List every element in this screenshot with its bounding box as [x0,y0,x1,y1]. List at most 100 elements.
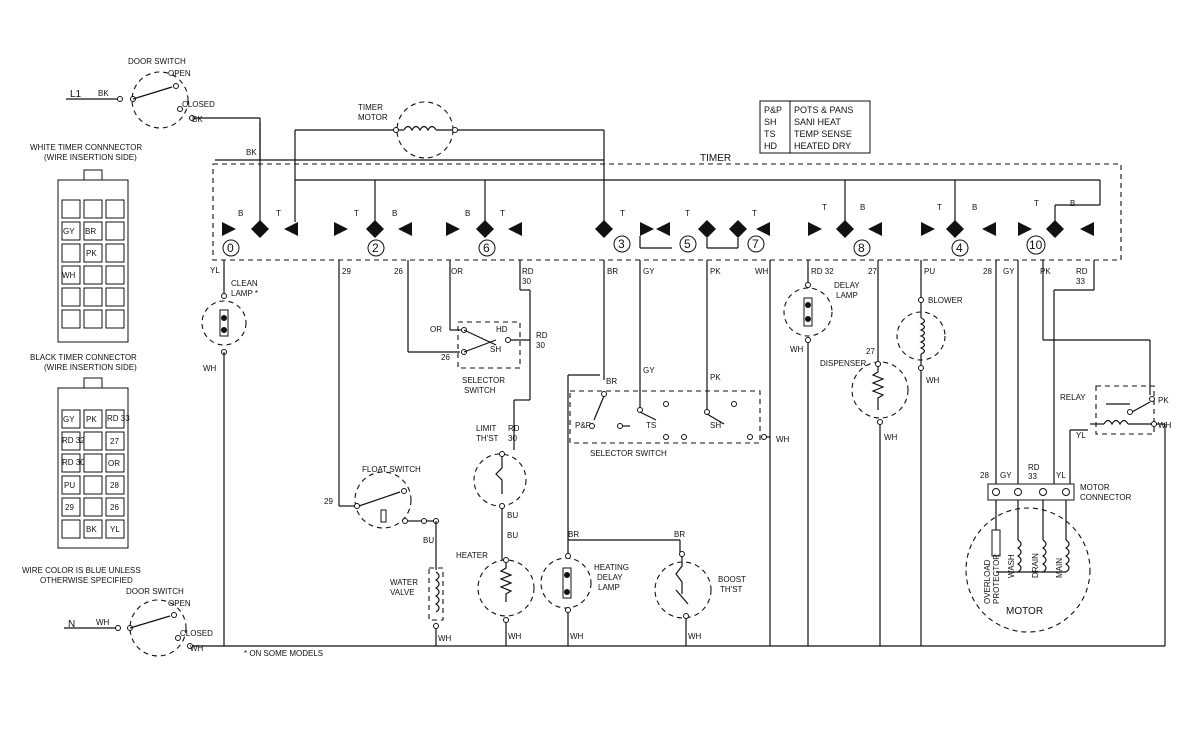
svg-text:GY: GY [63,227,75,236]
svg-text:B: B [860,203,865,212]
float-switch: 29 29 FLOAT SWITCH BU [324,260,439,570]
svg-text:RD: RD [1076,267,1088,276]
svg-text:OR: OR [451,267,463,276]
svg-text:RD: RD [508,424,520,433]
contact-diamond [251,220,269,238]
svg-text:RELAY: RELAY [1060,393,1086,402]
timer-box: TIMER [212,153,1122,261]
contact-triangle [921,222,935,236]
svg-text:WH: WH [190,644,204,653]
contact-triangle [1080,222,1094,236]
contact-letters: B T T B B T T T T T B T B T B [238,199,1075,218]
svg-text:WH: WH [776,435,790,444]
svg-text:RD 33: RD 33 [107,414,130,423]
contact-triangle [640,222,654,236]
svg-text:RD 32: RD 32 [62,436,85,445]
svg-text:TS: TS [646,421,656,430]
contact-diamond [476,220,494,238]
svg-text:SH: SH [710,421,721,430]
svg-text:T: T [822,203,827,212]
svg-text:GY: GY [643,267,655,276]
svg-text:LIMIT: LIMIT [476,424,497,433]
svg-text:RD 30: RD 30 [62,458,85,467]
limit-thermostat: LIMIT TH'ST RD 30 BU BU [473,424,527,560]
svg-text:26: 26 [110,503,119,512]
svg-text:BLACK TIMER CONNECTOR: BLACK TIMER CONNECTOR [30,353,137,362]
timer-title: TIMER [700,153,731,164]
cam-number: 10 [1029,238,1043,252]
relay: RELAY PK WH YL [1060,385,1172,646]
motor-wires: 28 GY PK RD 33 [983,260,1151,484]
svg-text:BR: BR [85,227,96,236]
svg-text:B: B [238,209,243,218]
contact-triangle [284,222,298,236]
svg-text:T: T [276,209,281,218]
svg-text:GY: GY [63,415,75,424]
cam-number: 2 [372,241,379,255]
heating-delay-lamp: BR WH HEATING DELAY LAMP [540,530,680,646]
svg-text:WH: WH [688,632,702,641]
svg-text:SELECTOR: SELECTOR [462,376,505,385]
heater: HEATER WH [456,551,535,646]
svg-text:28: 28 [110,481,119,490]
contact-triangle [756,222,770,236]
svg-text:RD: RD [1028,463,1040,472]
door-switch-l1: L1 BK DOOR SWITCH OPEN CLOSED BK BK [66,57,261,160]
cam-number: 7 [752,237,759,251]
svg-text:OPEN: OPEN [168,599,191,608]
svg-text:PK: PK [1040,267,1051,276]
svg-text:PROTECTOR: PROTECTOR [992,554,1001,604]
svg-text:26: 26 [441,353,450,362]
svg-text:LAMP: LAMP [598,583,620,592]
svg-text:WH: WH [438,634,452,643]
svg-text:27: 27 [866,347,875,356]
contact-triangle [508,222,522,236]
svg-text:27: 27 [868,267,877,276]
svg-text:RD: RD [522,267,534,276]
svg-text:BK: BK [86,525,97,534]
svg-text:30: 30 [508,434,517,443]
svg-text:YL: YL [1056,471,1066,480]
svg-text:WH: WH [755,267,769,276]
svg-text:CLOSED: CLOSED [180,629,213,638]
svg-text:PU: PU [924,267,935,276]
svg-text:28: 28 [983,267,992,276]
cam-numbers: 0 2 6 3 5 7 8 4 10 [222,235,1046,257]
svg-text:CONNECTOR: CONNECTOR [1080,493,1132,502]
footnote: * ON SOME MODELS [244,649,323,658]
svg-text:BK: BK [98,89,109,98]
svg-text:WH: WH [203,364,217,373]
legend-abbr: TS [764,129,776,139]
delay-lamp: RD 32 WH DELAY LAMP [783,260,860,646]
contact-diamond [836,220,854,238]
svg-text:RD: RD [536,331,548,340]
water-valve: WATER VALVE WH [390,567,452,646]
svg-text:26: 26 [394,267,403,276]
motor: OVERLOAD PROTECTOR WASH DRAIN MAIN MOTOR [965,500,1091,633]
svg-text:WH: WH [96,618,110,627]
svg-text:RD 32: RD 32 [811,267,834,276]
legend-text: POTS & PANS [794,105,853,115]
supply-n-label: N [68,619,75,630]
svg-text:HEATER: HEATER [456,551,488,560]
svg-text:B: B [465,209,470,218]
legend-text: SANI HEAT [794,117,841,127]
timer-contacts [222,220,1094,249]
svg-text:P&P: P&P [575,421,591,430]
door-switch-n: N WH DOOR SWITCH OPEN CLOSED WH [64,587,1165,657]
svg-text:T: T [500,209,505,218]
svg-text:TH'ST: TH'ST [476,434,499,443]
svg-text:YL: YL [110,525,120,534]
svg-text:SELECTOR SWITCH: SELECTOR SWITCH [590,449,667,458]
contact-diamond [366,220,384,238]
svg-text:DOOR SWITCH: DOOR SWITCH [126,587,184,596]
svg-text:BK: BK [246,148,257,157]
timer-motor: TIMER MOTOR [358,101,458,159]
svg-text:TH'ST: TH'ST [720,585,743,594]
contact-triangle [868,222,882,236]
svg-text:DELAY: DELAY [597,573,623,582]
svg-text:DRAIN: DRAIN [1031,553,1040,578]
svg-text:DOOR SWITCH: DOOR SWITCH [128,57,186,66]
contact-triangle [446,222,460,236]
svg-text:T: T [685,209,690,218]
